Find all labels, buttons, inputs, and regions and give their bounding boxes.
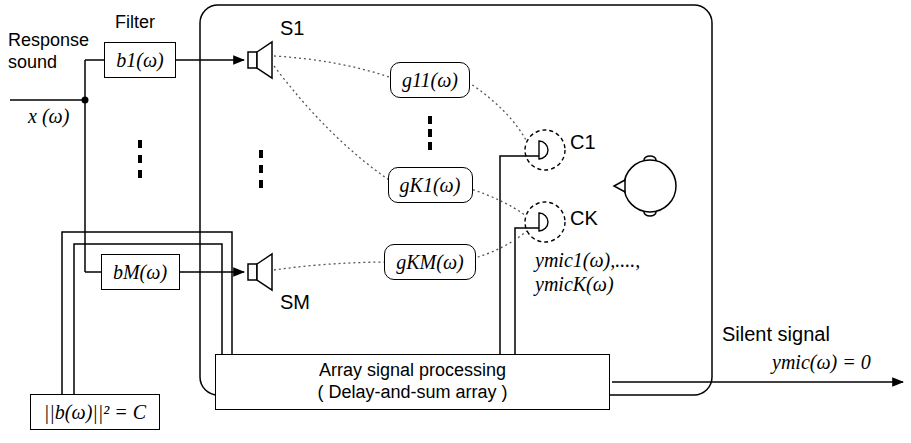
ellipsis-dot [259,150,263,158]
output-label: Silent signal [722,322,830,346]
signal-wire [74,244,222,394]
ellipsis-dot [259,165,263,173]
signal-name: ymic1(ω),...., ymicK(ω) [535,248,705,296]
mic-label: CK [570,206,598,230]
acoustic-path [274,56,392,78]
transfer-function-box: gK1(ω) [388,167,473,203]
input-wire [10,99,85,101]
mic-label: C1 [570,130,596,154]
speaker-label: SM [280,290,310,314]
node-text: b1(ω) [116,48,163,72]
filter-label: Filter [115,12,155,34]
microphone-symbol [539,213,548,231]
acoustic-path [468,230,528,260]
node-text: ( Delay-and-sum array ) [317,382,507,404]
filter-output-arrow [176,271,244,273]
mic-wire [500,156,539,356]
output-arrow [612,381,903,383]
ellipsis-dot [138,155,142,163]
node-text: Array signal processing [319,360,506,382]
room-region [200,5,712,395]
input-wire [85,59,105,61]
filter-box: b1(ω) [104,42,176,78]
node-text: ||b(ω)||² = C [44,400,146,424]
head-nose [614,180,625,192]
listener-head [624,160,676,212]
microphone-symbol [539,141,548,159]
junction-dot [82,97,89,104]
processing-box: Array signal processing( Delay-and-sum a… [215,354,610,410]
signal-name: x (ω) [28,104,69,128]
mic-zone [525,130,565,170]
ellipsis-dot [259,180,263,188]
acoustic-path [274,262,392,270]
filter-output-arrow [176,59,244,61]
node-text: gK1(ω) [400,173,461,197]
ellipsis-dot [428,129,432,137]
transfer-function-box: g11(ω) [390,62,470,98]
speaker-label: S1 [280,16,304,40]
acoustic-path [274,66,392,182]
loudspeaker-symbol [257,42,272,78]
constraint-box: ||b(ω)||² = C [30,394,160,430]
signal-wire [62,232,232,394]
acoustic-path [468,188,526,216]
ellipsis-dot [428,116,432,124]
ellipsis-dot [138,170,142,178]
filter-box: bM(ω) [101,254,180,290]
ellipsis-dot [138,140,142,148]
transfer-function-box: gKM(ω) [384,244,476,280]
signal-name: ymic(ω) = 0 [772,350,871,374]
loudspeaker-symbol [248,264,257,280]
acoustic-path [468,82,527,142]
ellipsis-dot [428,142,432,150]
node-text: gKM(ω) [396,250,463,274]
node-text: g11(ω) [402,68,458,92]
loudspeaker-symbol [248,52,257,68]
mic-zone [525,202,565,242]
node-text: bM(ω) [113,260,167,284]
input-label: Response sound [8,30,98,73]
input-wire [84,60,86,272]
loudspeaker-symbol [257,254,272,290]
